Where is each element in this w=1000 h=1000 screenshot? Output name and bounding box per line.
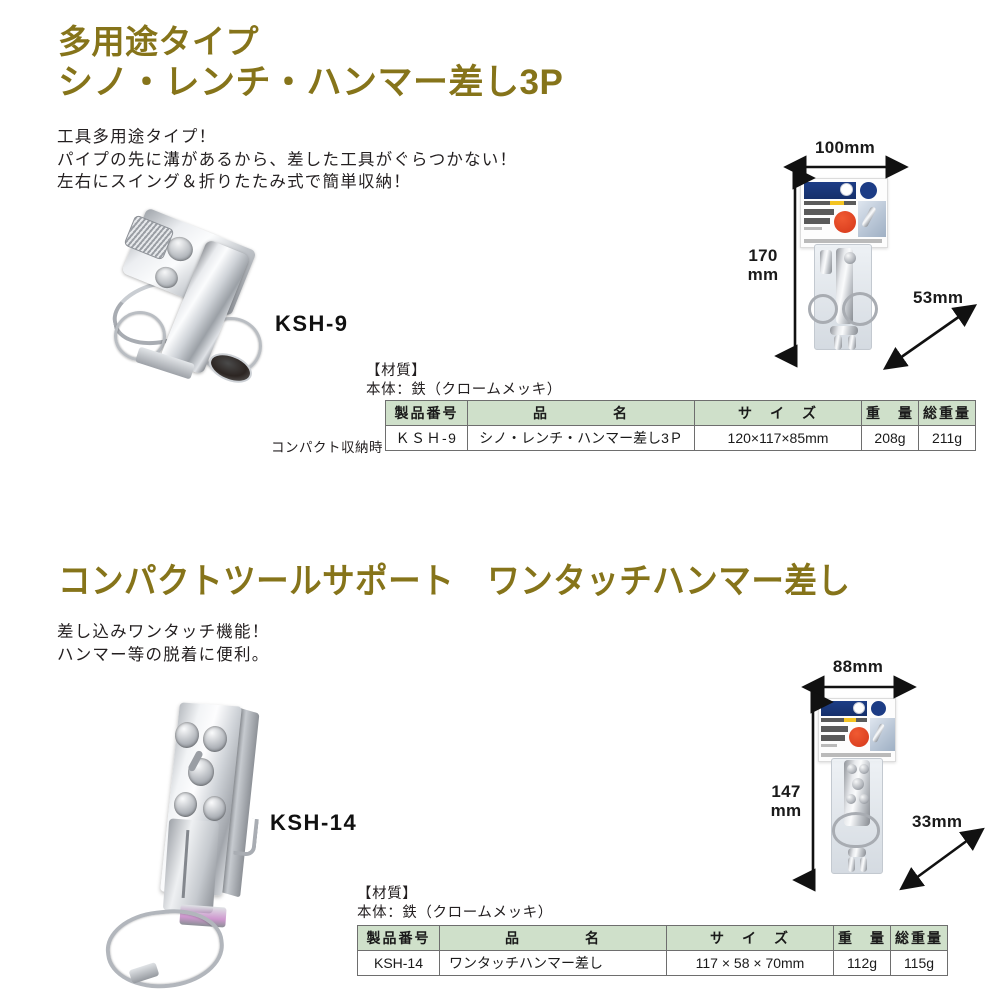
product-1-title-line2: シノ・レンチ・ハンマー差し3P [58, 63, 564, 102]
product-1-spec-table: 製品番号 品 名 サ イ ズ 重 量 総重量 ＫＳＨ-9 シノ・レンチ・ハンマー… [385, 400, 976, 451]
product-1-photo [106, 205, 298, 390]
product-1-material-body: 本体：鉄（クロームメッキ） [366, 381, 562, 398]
column-header-weight: 重 量 [833, 925, 891, 951]
product-2-description-line-1: 差し込みワンタッチ機能！ [57, 623, 270, 641]
cell-total-weight: 115g [890, 950, 948, 976]
product-2-package-illustration [818, 698, 896, 880]
cell-product-number: ＫＳＨ-9 [385, 425, 468, 451]
package-1-red-badge [834, 211, 856, 233]
product-2-spec-table: 製品番号 品 名 サ イ ズ 重 量 総重量 KSH-14 ワンタッチハンマー差… [357, 925, 948, 976]
cell-total-weight: 211g [918, 425, 976, 451]
package-1-title-line-3 [804, 227, 822, 230]
cell-product-number: KSH-14 [357, 950, 440, 976]
column-header-product-name: 品 名 [439, 925, 667, 951]
product-1-title-line1: 多用途タイプ [58, 23, 259, 60]
column-header-product-number: 製品番号 [357, 925, 440, 951]
package-2-title-line-3 [821, 744, 837, 747]
column-header-size: サ イ ズ [694, 400, 862, 426]
product-2-photo-wire-loop [102, 904, 228, 994]
cell-product-name: シノ・レンチ・ハンマー差し3Ｐ [467, 425, 695, 451]
column-header-size: サ イ ズ [666, 925, 834, 951]
product-2-description: 差し込みワンタッチ機能！ ハンマー等の脱着に便利。 [57, 621, 269, 666]
package-2-product-hole-4 [846, 794, 856, 804]
package-2-title-line-1 [821, 726, 848, 732]
product-2-photo-tongue [162, 818, 220, 914]
product-2-material-body: 本体：鉄（クロームメッキ） [357, 904, 553, 921]
cell-product-name: ワンタッチハンマー差し [439, 950, 667, 976]
product-2-package-depth-label: 33mm [912, 812, 963, 831]
product-1-package-height-arrow [774, 166, 816, 368]
table-header-row: 製品番号 品 名 サ イ ズ 重 量 総重量 [357, 925, 948, 951]
package-2-product-hole-2 [859, 764, 869, 774]
product-2-photo [102, 700, 298, 1000]
package-2-red-badge [849, 727, 869, 747]
package-2-title-line-2 [821, 735, 845, 741]
package-1-footer-text [804, 239, 882, 243]
product-2-material: 【材質】 本体：鉄（クロームメッキ） [357, 885, 553, 922]
product-2-material-heading: 【材質】 [357, 886, 418, 902]
column-header-product-number: 製品番号 [385, 400, 468, 426]
product-1-description: 工具多用途タイプ！ パイプの先に溝があるから、差した工具がぐらつかない！ 左右に… [57, 126, 517, 194]
product-2-title: コンパクトツールサポート ワンタッチハンマー差し [58, 562, 851, 601]
package-1-yellow-accent [830, 201, 844, 205]
column-header-total-weight: 総重量 [890, 925, 948, 951]
product-1-description-line-3: 左右にスイング＆折りたたみ式で簡単収納！ [57, 173, 411, 191]
package-2-blue-dot [871, 701, 886, 716]
table-row: KSH-14 ワンタッチハンマー差し 117 × 58 × 70mm 112g … [357, 950, 948, 976]
product-2-model-label: KSH-14 [270, 810, 358, 835]
package-2-footer-text [821, 753, 891, 757]
package-1-product-leg-right [848, 335, 856, 350]
product-2-description-line-2: ハンマー等の脱着に便利。 [57, 645, 270, 664]
package-2-product-leg-right [860, 857, 867, 872]
package-2-product-hole-5 [859, 794, 869, 804]
product-2-package-height-arrow [792, 690, 834, 892]
package-1-product-base [830, 326, 858, 335]
cell-weight: 208g [861, 425, 919, 451]
package-2-yellow-accent [844, 718, 856, 722]
package-2-product-base [848, 848, 866, 857]
package-1-title-line-2 [804, 218, 830, 224]
column-header-total-weight: 総重量 [918, 400, 976, 426]
package-1-product-leg-left [834, 335, 842, 350]
package-1-product-sleeve [820, 250, 832, 274]
product-1-package-depth-label: 53mm [913, 288, 964, 307]
product-1-material-heading: 【材質】 [366, 363, 427, 379]
product-1-package-width-label: 100mm [814, 138, 876, 157]
package-1-product-ring-right [842, 292, 878, 326]
product-2-package-width-arrow [801, 675, 917, 699]
product-1-description-line-2: パイプの先に溝があるから、差した工具がぐらつかない！ [57, 150, 518, 169]
product-1-model-label: KSH-9 [275, 311, 349, 336]
package-2-hang-hole [853, 702, 865, 714]
product-1-description-line-1: 工具多用途タイプ！ [57, 128, 217, 146]
cell-size: 117 × 58 × 70mm [666, 950, 834, 976]
package-1-product-hole [844, 252, 856, 264]
cell-weight: 112g [833, 950, 891, 976]
product-2-package-depth-arrow [899, 827, 985, 891]
column-header-weight: 重 量 [861, 400, 919, 426]
package-1-title-line-1 [804, 209, 834, 215]
package-2-product-leg-left [848, 857, 855, 872]
table-header-row: 製品番号 品 名 サ イ ズ 重 量 総重量 [385, 400, 976, 426]
cell-size: 120×117×85mm [694, 425, 862, 451]
product-1-package-illustration [800, 178, 888, 353]
package-2-product-wire-loop [832, 812, 880, 848]
product-1-photo-caption: コンパクト収納時 [271, 440, 383, 455]
package-1-blue-dot [860, 182, 877, 199]
product-2-package-height-label: 147 mm [770, 782, 802, 820]
package-2-product-hole-1 [847, 764, 857, 774]
product-1-package-width-arrow [783, 155, 909, 179]
product-1-material: 【材質】 本体：鉄（クロームメッキ） [366, 362, 562, 399]
package-2-product-hole-3 [852, 778, 864, 790]
package-1-product-ring-left [808, 294, 838, 324]
table-row: ＫＳＨ-9 シノ・レンチ・ハンマー差し3Ｐ 120×117×85mm 208g … [385, 425, 976, 451]
product-2-package-width-label: 88mm [832, 657, 884, 676]
product-1-package-depth-arrow [882, 304, 978, 370]
product-1-package-height-label: 170 mm [747, 246, 779, 284]
package-1-hang-hole [840, 183, 853, 196]
column-header-product-name: 品 名 [467, 400, 695, 426]
product-2-photo-hook [233, 816, 259, 858]
